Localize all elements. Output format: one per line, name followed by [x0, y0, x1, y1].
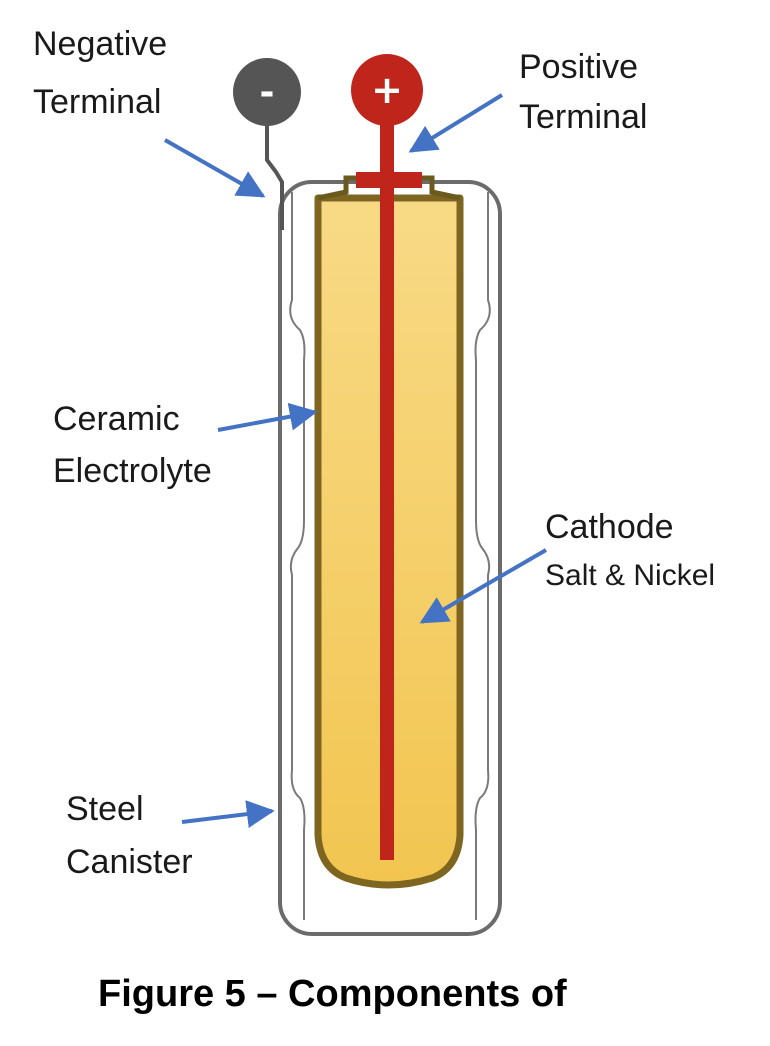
label-steel-canister-line1: Steel	[66, 790, 144, 828]
arrow-ceramic-electrolyte	[217, 402, 318, 432]
minus-circle-icon	[233, 58, 301, 126]
arrow-positive-terminal	[408, 93, 504, 153]
label-negative-terminal-line1: Negative	[33, 25, 167, 63]
positive-cap-plate	[356, 172, 422, 188]
label-positive-terminal-line1: Positive	[519, 48, 638, 86]
current-collector-rod	[380, 110, 394, 860]
label-positive-terminal-line2: Terminal	[519, 98, 647, 136]
arrow-cathode	[419, 548, 548, 624]
label-cathode: Cathode Salt & Nickel	[545, 508, 715, 592]
top-seal	[317, 175, 461, 201]
label-cathode-title: Cathode	[545, 508, 674, 546]
arrow-negative-terminal	[164, 138, 266, 198]
label-steel-canister-line2: Canister	[66, 843, 193, 881]
label-negative-terminal-line2: Terminal	[33, 83, 161, 121]
label-ceramic-electrolyte: Ceramic Electrolyte	[53, 400, 212, 490]
label-ceramic-electrolyte-line2: Electrolyte	[53, 452, 212, 490]
arrow-steel-canister	[181, 800, 275, 828]
label-negative-terminal: Negative Terminal	[33, 25, 167, 121]
negative-terminal: -	[233, 58, 301, 230]
label-ceramic-electrolyte-line1: Ceramic	[53, 400, 180, 438]
positive-terminal: +	[351, 54, 423, 860]
positive-symbol: +	[371, 68, 403, 112]
label-steel-canister: Steel Canister	[66, 790, 193, 881]
negative-symbol: -	[260, 72, 275, 113]
label-cathode-subtitle: Salt & Nickel	[545, 559, 715, 592]
label-positive-terminal: Positive Terminal	[519, 48, 647, 136]
plus-circle-icon	[351, 54, 423, 126]
callout-arrows	[164, 93, 548, 828]
figure-caption: Figure 5 – Components of	[98, 973, 567, 1015]
